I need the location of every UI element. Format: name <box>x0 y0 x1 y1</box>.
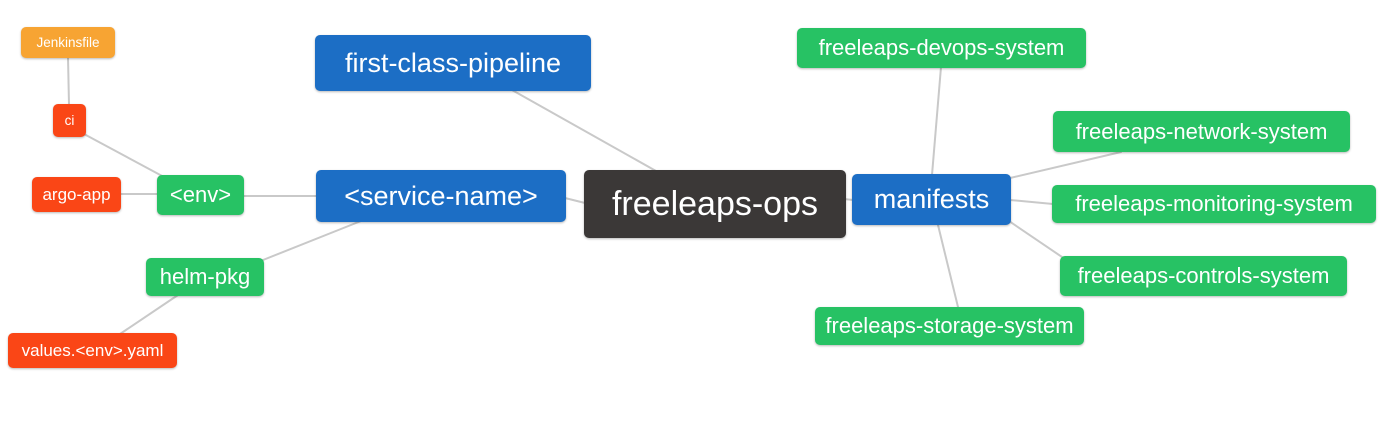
edge-helm-pkg-service-name <box>262 220 362 261</box>
edge-ci-env <box>83 133 165 178</box>
edge-manifests-freeleaps-devops-system <box>931 66 942 176</box>
mindmap-node-argo-app[interactable]: argo-app <box>32 177 121 212</box>
node-label: freeleaps-network-system <box>1075 118 1328 144</box>
edge-jenkinsfile-ci <box>67 56 70 106</box>
mindmap-node-ci[interactable]: ci <box>53 104 86 137</box>
mindmap-node-env[interactable]: <env> <box>157 175 244 215</box>
edge-manifests-freeleaps-network-system <box>1009 151 1122 179</box>
edge-service-name-freeleaps-ops <box>564 197 586 204</box>
node-label: freeleaps-devops-system <box>818 35 1065 60</box>
node-label: Jenkinsfile <box>36 34 100 50</box>
node-label: ci <box>64 112 75 128</box>
mindmap-node-manifests[interactable]: manifests <box>852 174 1011 225</box>
mindmap-node-freeleaps-devops-system[interactable]: freeleaps-devops-system <box>797 28 1086 68</box>
node-label: freeleaps-monitoring-system <box>1075 191 1353 216</box>
edge-manifests-freeleaps-controls-system <box>1005 218 1063 258</box>
mindmap-node-freeleaps-storage-system[interactable]: freeleaps-storage-system <box>815 307 1084 345</box>
mindmap-node-service-name[interactable]: <service-name> <box>316 170 566 222</box>
node-label: values.<env>.yaml <box>21 341 164 360</box>
mindmap-node-freeleaps-controls-system[interactable]: freeleaps-controls-system <box>1060 256 1347 296</box>
mindmap-node-jenkinsfile[interactable]: Jenkinsfile <box>21 27 115 58</box>
node-label: <service-name> <box>344 180 538 211</box>
node-label: first-class-pipeline <box>344 47 562 78</box>
edge-manifests-freeleaps-storage-system <box>937 224 959 308</box>
edge-values-env-yaml-helm-pkg <box>119 294 179 335</box>
edge-first-class-pipeline-freeleaps-ops <box>511 89 657 172</box>
mindmap-node-helm-pkg[interactable]: helm-pkg <box>146 258 264 296</box>
node-label: freeleaps-controls-system <box>1077 263 1330 288</box>
node-label: argo-app <box>42 185 111 204</box>
edge-manifests-freeleaps-monitoring-system <box>1009 199 1054 205</box>
mindmap-node-first-class-pipeline[interactable]: first-class-pipeline <box>315 35 591 91</box>
mindmap-node-freeleaps-monitoring-system[interactable]: freeleaps-monitoring-system <box>1052 185 1376 223</box>
mindmap-node-freeleaps-network-system[interactable]: freeleaps-network-system <box>1053 111 1350 152</box>
mindmap-node-values-env-yaml[interactable]: values.<env>.yaml <box>8 333 177 368</box>
node-label: freeleaps-ops <box>611 185 818 223</box>
node-label: <env> <box>169 182 232 207</box>
node-label: freeleaps-storage-system <box>825 313 1074 338</box>
node-label: helm-pkg <box>159 264 251 289</box>
mindmap-node-freeleaps-ops[interactable]: freeleaps-ops <box>584 170 846 238</box>
node-label: manifests <box>873 184 990 214</box>
